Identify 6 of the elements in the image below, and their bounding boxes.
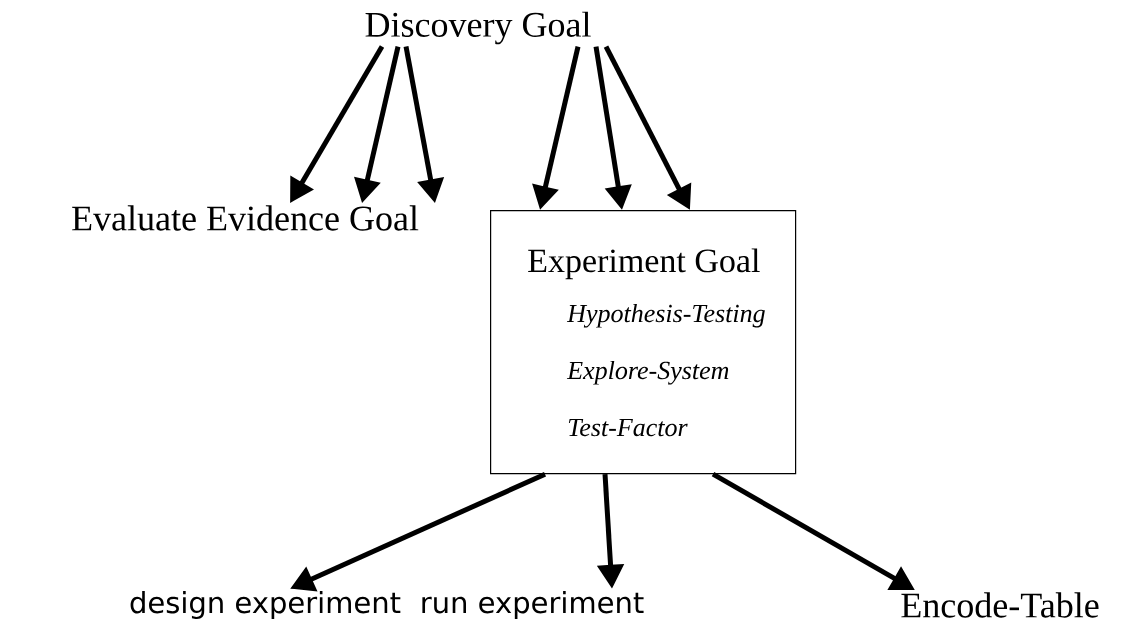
step-label: run experiment <box>422 590 644 620</box>
goal-label: Evaluate Evidence Goal <box>72 205 419 231</box>
step-label: Encode-Table <box>901 592 1099 618</box>
goal-label: Discovery Goal <box>365 11 591 45</box>
step-label: design experiment <box>130 590 401 620</box>
goal-box: Experiment Goal Hypothesis-Testing Explore-System Test-Factor <box>490 210 797 475</box>
